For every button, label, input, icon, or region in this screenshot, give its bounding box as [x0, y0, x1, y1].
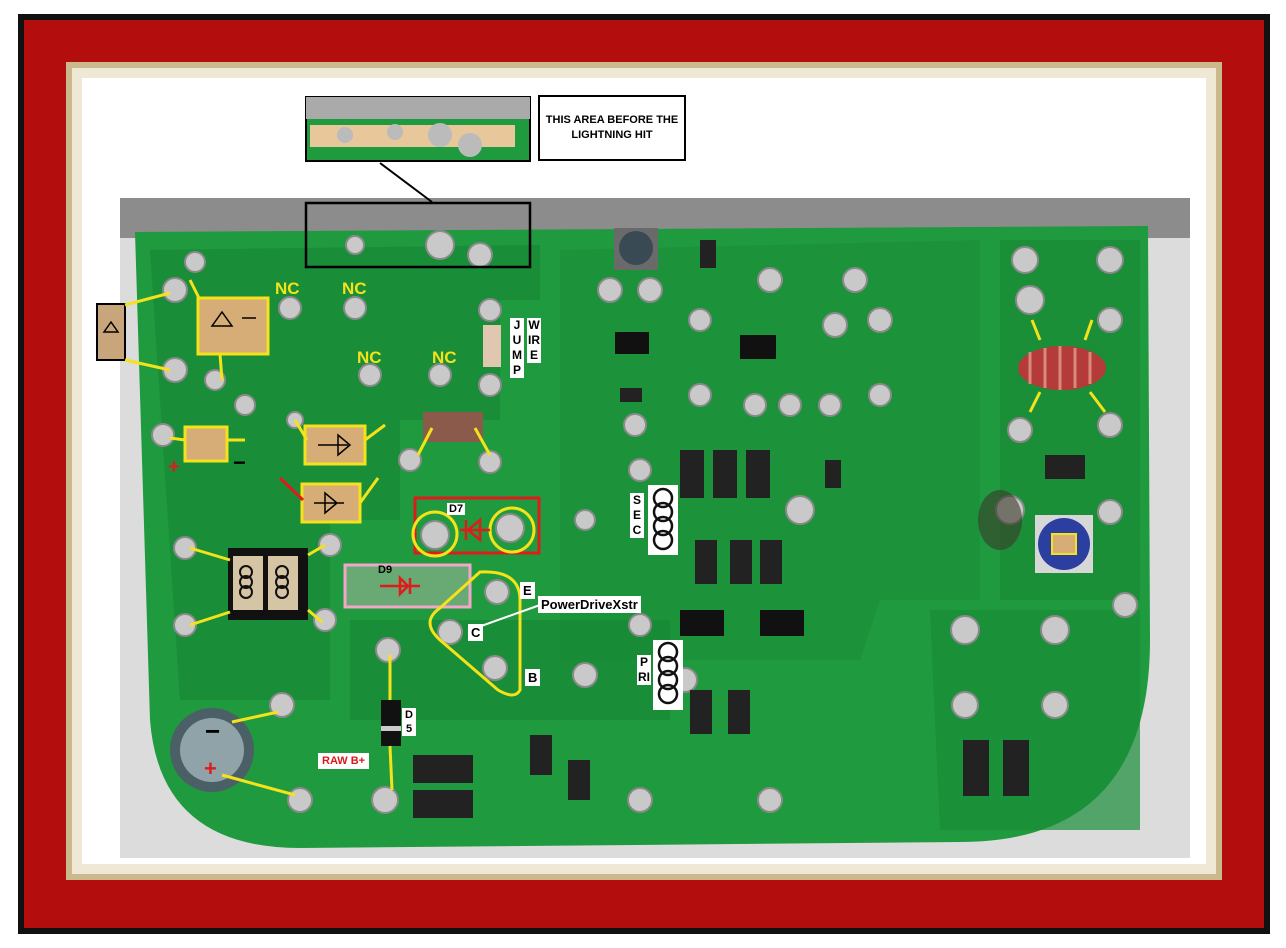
jump-label: JUMP: [510, 318, 524, 378]
d9-diode-symbol-icon: [380, 574, 420, 598]
d5-band: [381, 726, 401, 731]
nc-label: NC: [342, 279, 367, 298]
sec-label: SEC: [630, 493, 644, 538]
yellow-line: [189, 546, 231, 562]
small-capacitor-top: [619, 231, 653, 265]
d1-symbol-icon: [210, 310, 256, 327]
r1-coil-symbol-icon: [239, 565, 289, 599]
toroid-inductor: [1018, 346, 1106, 390]
base-label: B: [525, 669, 541, 686]
yellow-line: [188, 279, 202, 301]
c1-box: [183, 425, 229, 463]
yellow-line: [1028, 391, 1042, 413]
d7-label: D7: [447, 503, 466, 515]
yellow-line: [293, 419, 309, 441]
r1-coil-left: [233, 556, 263, 610]
transistors: [615, 332, 804, 636]
capacitor-top: [180, 718, 244, 782]
yellow-line: [307, 608, 323, 624]
jumper-wire: [483, 325, 501, 367]
d5-component: [381, 700, 401, 746]
burnt-area: [978, 490, 1022, 550]
yellow-line: [364, 423, 386, 442]
inset-top-strip: [306, 97, 530, 119]
toroid-windings: [1028, 346, 1092, 390]
d5-label: D5: [402, 708, 416, 736]
d9-label: D9: [378, 564, 393, 576]
lightning-note: THIS AREA BEFORE THE LIGHTNING HIT: [538, 95, 686, 161]
yellow-line: [307, 543, 326, 557]
power-transistor-outline: [428, 570, 522, 697]
yellow-line: [231, 710, 279, 724]
raw-b-plus-label: RAW B+: [318, 753, 370, 769]
yellow-line: [1083, 319, 1094, 341]
plus-sign: +: [168, 456, 180, 478]
collector-label: C: [468, 624, 484, 641]
yellow-line: [1088, 391, 1107, 413]
yellow-line: [473, 427, 492, 456]
d1-box: [196, 296, 270, 356]
nc-label: NC: [432, 348, 457, 367]
minus-sign: −: [233, 450, 246, 475]
power-drive-transistor-label: PowerDriveXstr: [538, 596, 641, 613]
sec-coil-icon: [648, 485, 678, 555]
capacitor-plus-sign: +: [204, 756, 217, 781]
emitter-label: E: [520, 582, 535, 599]
inset-pad: [337, 127, 353, 143]
pri-coil-icon: [653, 640, 683, 710]
diode-symbol-icon: [314, 491, 344, 515]
d7-diode-symbol-icon: [460, 517, 490, 543]
yellow-line: [358, 477, 380, 504]
r1-coil-right: [268, 556, 298, 610]
inset-pad: [458, 133, 482, 157]
wire-label: WIRE: [527, 318, 541, 363]
yellow-line: [124, 358, 171, 372]
inset-pad: [387, 124, 403, 140]
blue-capacitor-label-box: [1051, 533, 1077, 555]
pcb-trace-area: [350, 620, 670, 720]
nc-label: NC: [275, 279, 300, 298]
diode-symbol-icon: [102, 320, 120, 333]
red-line: [278, 476, 305, 502]
smd-resistors: [413, 240, 1085, 818]
damaged-area-box: [304, 201, 532, 269]
capacitor-minus-sign: −: [205, 716, 221, 746]
bridge-diode-symbol: [96, 303, 126, 361]
yellow-line: [218, 353, 224, 381]
yellow-line: [221, 773, 296, 797]
yellow-line: [388, 745, 394, 791]
diode-symbol-icon: [318, 433, 352, 457]
nc-label: NC: [357, 348, 382, 367]
yellow-line: [1030, 319, 1042, 341]
yellow-line: [169, 436, 186, 442]
brown-component: [423, 412, 483, 442]
d7-pad-circle: [411, 510, 459, 558]
yellow-line: [416, 427, 434, 456]
callout-line: [379, 162, 433, 203]
yellow-line: [189, 610, 231, 627]
inset-pad: [428, 123, 452, 147]
yellow-line: [124, 291, 171, 307]
pri-label: PRI: [637, 655, 651, 685]
